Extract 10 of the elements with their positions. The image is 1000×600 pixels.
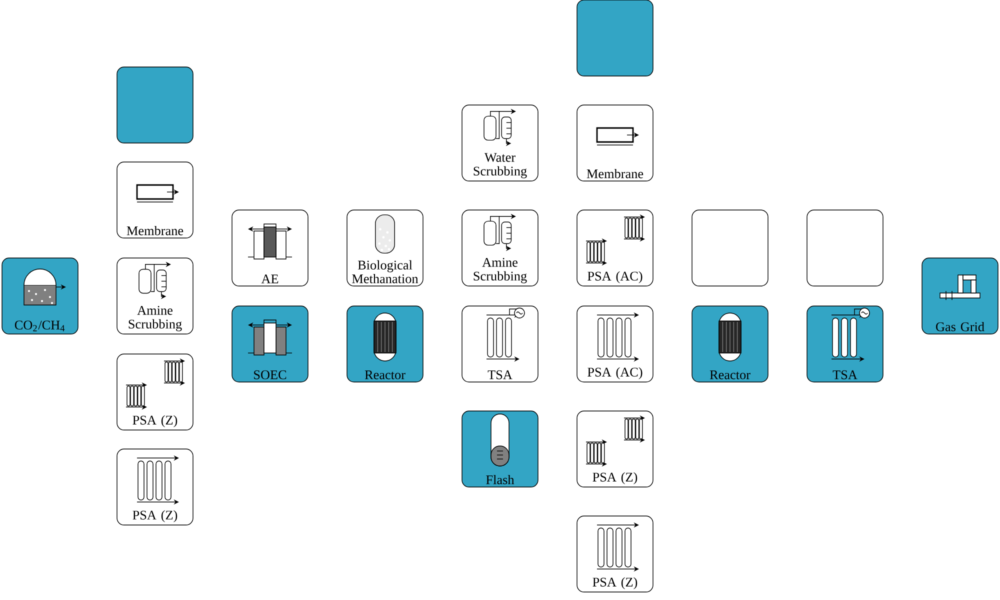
empty-box <box>116 66 194 144</box>
empty-box <box>576 0 654 76</box>
unit-box: Membrane <box>576 104 654 182</box>
unit-box: Gas Grid <box>922 258 998 334</box>
unit-box: Water Scrubbing <box>462 104 538 182</box>
empty-box <box>806 210 884 286</box>
unit-box: Membrane <box>116 162 194 238</box>
empty-box <box>692 210 768 286</box>
unit-box: Amine Scrubbing <box>116 258 194 334</box>
unit-box: Amine Scrubbing <box>462 210 538 286</box>
